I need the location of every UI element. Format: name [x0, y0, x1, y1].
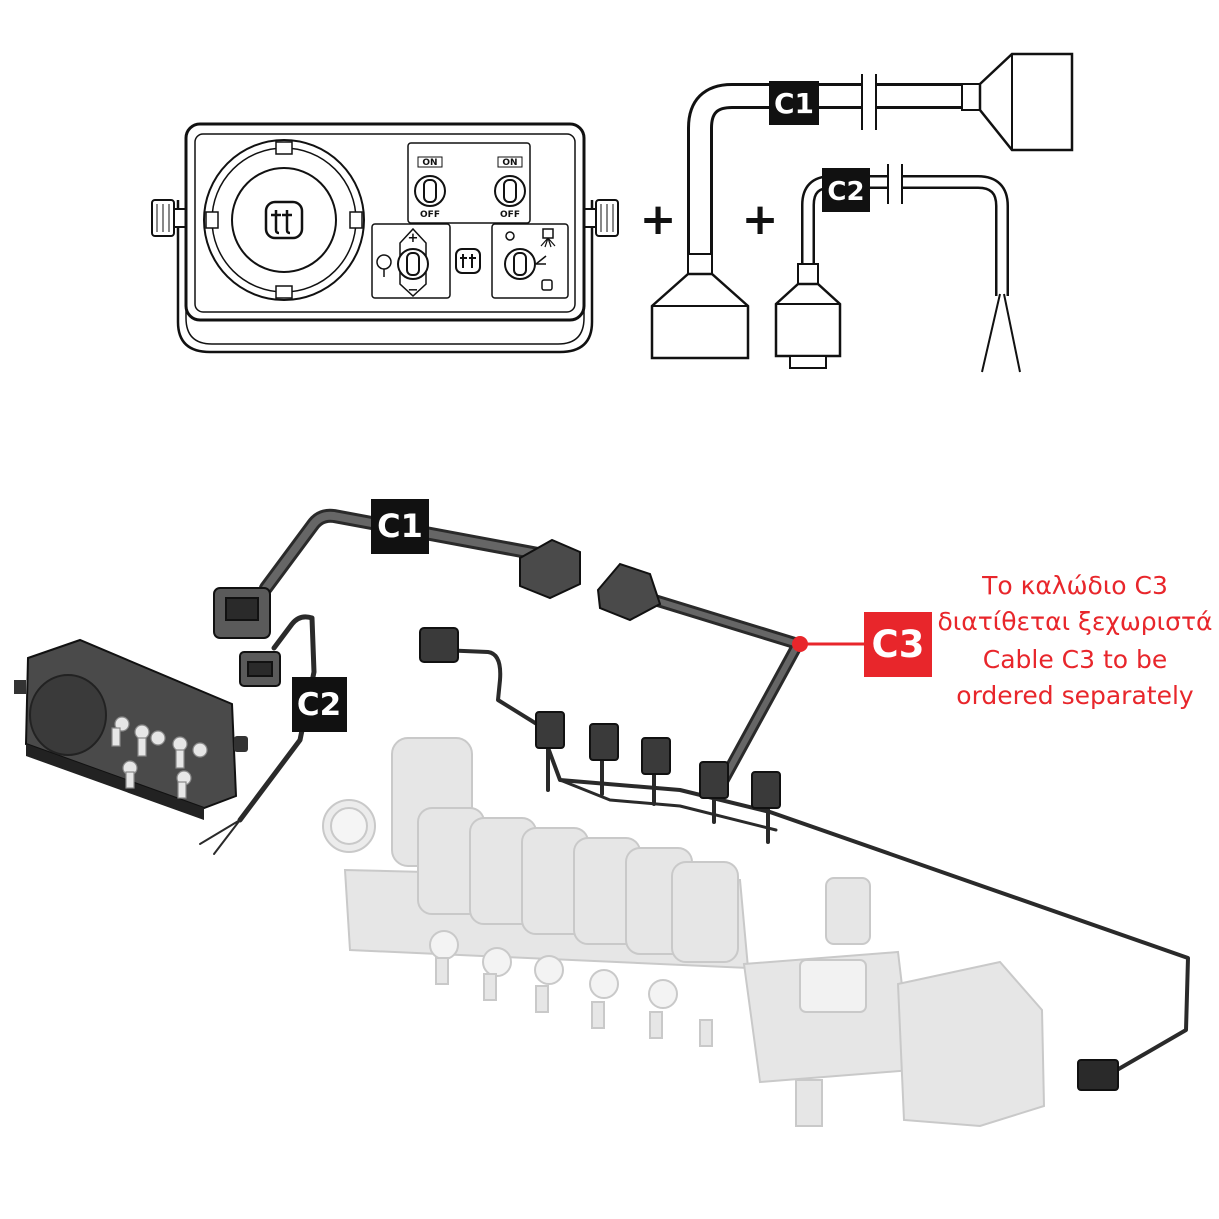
plus-symbol: + — [408, 231, 419, 246]
main-valve-toggle[interactable] — [513, 252, 527, 276]
switch-1-off-label: OFF — [420, 210, 440, 220]
cable-c2-drawing — [774, 164, 1021, 373]
label-c2-top: C2 — [822, 168, 870, 212]
bulb-icon — [376, 254, 392, 277]
minus-symbol: − — [408, 283, 419, 298]
note-english-line-1: Cable C3 to be — [983, 645, 1168, 674]
c3-note: Το καλώδιο C3 διατίθεται ξεχωριστά Cable… — [937, 571, 1212, 710]
toggle-switch-1[interactable] — [423, 179, 437, 203]
c3-marker-dot — [792, 636, 808, 652]
main-valve-panel — [491, 223, 569, 299]
plus-sign-1: + — [640, 194, 677, 245]
pressure-toggle[interactable] — [406, 252, 420, 276]
toggle-switch-2[interactable] — [503, 179, 517, 203]
switch-2-off-label: OFF — [500, 210, 520, 220]
plus-sign-2: + — [742, 194, 779, 245]
right-knob-icon — [583, 199, 619, 237]
label-c2-bottom-text: C2 — [297, 687, 341, 723]
pressure-control-panel: + − — [371, 223, 451, 299]
main-dial — [203, 139, 365, 301]
cable-c1-drawing — [650, 52, 1074, 360]
label-c1-bottom-text: C1 — [377, 507, 423, 545]
label-c3-text: C3 — [872, 623, 925, 666]
switch-2-on-label: ON — [502, 158, 517, 168]
label-c3: C3 — [792, 612, 932, 677]
left-knob-icon — [151, 199, 187, 237]
note-greek-line-1: Το καλώδιο C3 — [981, 571, 1168, 600]
spray-icon — [540, 228, 556, 248]
control-box: ON OFF ON OFF + − — [151, 122, 619, 354]
note-english-line-2: ordered separately — [956, 681, 1194, 710]
valve-assembly — [322, 737, 1046, 1128]
label-c2-top-text: C2 — [827, 177, 864, 207]
label-c1-top-text: C1 — [774, 87, 814, 120]
small-logo-icon — [455, 248, 481, 274]
on-off-switch-panel: ON OFF ON OFF — [407, 142, 531, 224]
label-c1-top: C1 — [769, 81, 819, 125]
label-c1-bottom: C1 — [371, 499, 429, 554]
label-c2-bottom: C2 — [292, 677, 347, 732]
control-box-3d — [14, 638, 248, 820]
bottom-connectors — [213, 538, 1119, 1091]
brand-logo-icon — [264, 200, 304, 240]
switch-1-on-label: ON — [422, 158, 437, 168]
note-greek-line-2: διατίθεται ξεχωριστά — [937, 607, 1212, 636]
